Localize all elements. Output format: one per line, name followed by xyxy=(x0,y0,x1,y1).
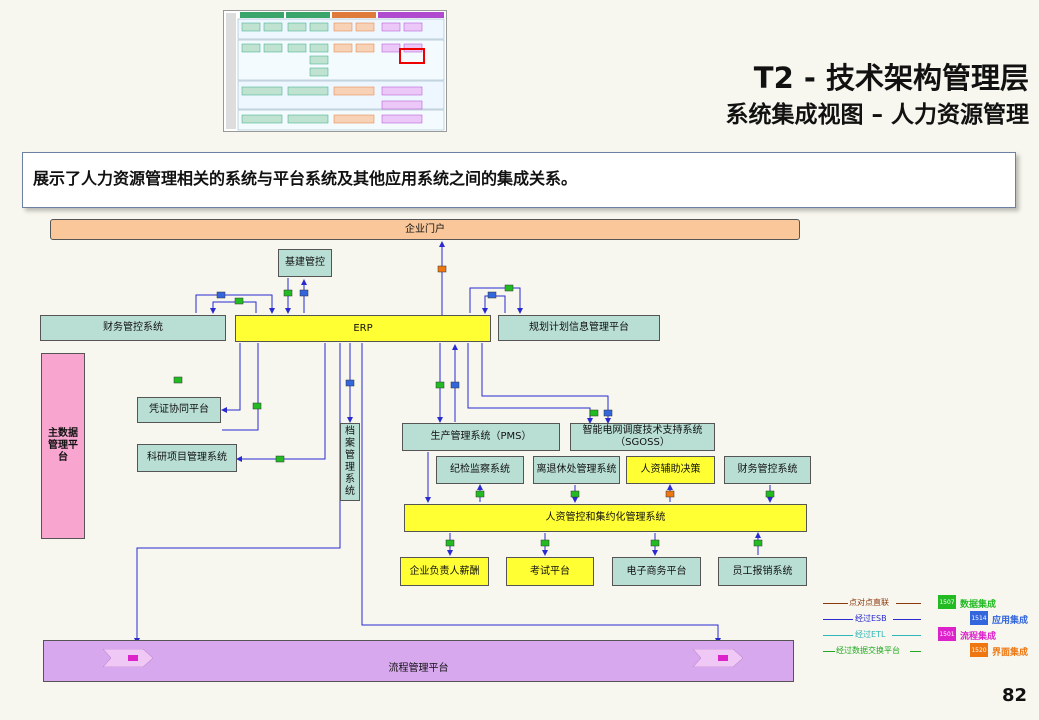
node-label: 财务管控系统 xyxy=(103,322,163,333)
node-retiree-management[interactable]: 离退休处管理系统 xyxy=(533,456,620,484)
node-label: 财务管控系统 xyxy=(737,464,798,475)
legend-line-etl-tail xyxy=(892,635,921,636)
legend-label-p2p: 点对点直联 xyxy=(849,598,889,607)
node-archive-system[interactable]: 档案管理系统 xyxy=(340,423,360,501)
process-chevron-right-icon xyxy=(693,649,743,667)
overview-thumbnail xyxy=(223,10,447,132)
node-label: 基建管控 xyxy=(285,257,325,268)
legend-line-p2p xyxy=(823,603,848,604)
legend-type-app: 应用集成 xyxy=(992,616,1029,626)
legend-label-esb: 经过ESB xyxy=(855,614,887,623)
node-exam-platform[interactable]: 考试平台 xyxy=(506,557,594,586)
node-research-project-system[interactable]: 科研项目管理系统 xyxy=(137,444,237,472)
node-voucher-platform[interactable]: 凭证协同平台 xyxy=(137,397,221,423)
node-label: 人资管控和集约化管理系统 xyxy=(545,512,666,523)
legend-label-dx: 经过数据交换平台 xyxy=(836,646,900,655)
node-finance-control-right[interactable]: 财务管控系统 xyxy=(724,456,811,484)
legend-line-p2p-tail xyxy=(896,603,921,604)
node-label: 档案管理系统 xyxy=(345,426,355,497)
legend-badge-app: 1514 xyxy=(970,611,988,625)
node-finance-control-left[interactable]: 财务管控系统 xyxy=(40,315,226,341)
legend-line-esb-tail xyxy=(893,619,921,620)
page-subtitle: 系统集成视图 – 人力资源管理 xyxy=(725,102,1029,128)
node-label: 生产管理系统（PMS） xyxy=(430,431,532,442)
legend-type-flow: 流程集成 xyxy=(960,632,997,642)
node-process-management-platform[interactable]: 流程管理平台 xyxy=(43,640,794,682)
node-enterprise-portal[interactable]: 企业门户 xyxy=(50,219,800,240)
legend-type-data: 数据集成 xyxy=(960,600,997,610)
legend-line-dx xyxy=(823,651,835,652)
node-label: 人资辅助决策 xyxy=(640,464,701,475)
node-label: 企业门户 xyxy=(405,223,445,235)
legend-line-dx-tail xyxy=(910,651,921,652)
description-box: 展示了人力资源管理相关的系统与平台系统及其他应用系统之间的集成关系。 xyxy=(22,152,1016,208)
node-label: 科研项目管理系统 xyxy=(147,452,227,463)
overview-thumbnail-graphic xyxy=(226,12,445,131)
node-label: 规划计划信息管理平台 xyxy=(529,322,629,333)
node-label: 员工报销系统 xyxy=(732,565,793,577)
node-erp[interactable]: ERP xyxy=(235,315,491,342)
node-hr-decision-support[interactable]: 人资辅助决策 xyxy=(626,456,715,484)
legend-line-esb xyxy=(823,619,853,620)
process-chevron-left-icon xyxy=(103,649,153,667)
node-employee-reimbursement[interactable]: 员工报销系统 xyxy=(718,557,807,586)
legend-line-etl xyxy=(823,635,853,636)
legend-label-etl: 经过ETL xyxy=(855,630,886,639)
node-label: 离退休处管理系统 xyxy=(536,464,617,475)
node-label: 纪检监察系统 xyxy=(450,464,510,475)
node-discipline-inspection[interactable]: 纪检监察系统 xyxy=(436,456,524,484)
node-pms[interactable]: 生产管理系统（PMS） xyxy=(402,423,560,451)
node-master-data-platform[interactable]: 主数据管理平台 xyxy=(41,353,85,539)
node-planning-platform[interactable]: 规划计划信息管理平台 xyxy=(498,315,660,341)
legend-badge-flow: 1501 xyxy=(938,627,956,641)
page-number: 82 xyxy=(1001,685,1027,706)
node-label: 电子商务平台 xyxy=(626,565,687,577)
node-label: 流程管理平台 xyxy=(388,663,449,674)
page-title: T2 - 技术架构管理层 xyxy=(753,61,1029,95)
node-label: 企业负责人薪酬 xyxy=(409,565,480,577)
node-label: 考试平台 xyxy=(530,565,570,577)
node-jijian-guankong[interactable]: 基建管控 xyxy=(278,249,332,277)
node-label: ERP xyxy=(353,322,373,334)
node-executive-compensation[interactable]: 企业负责人薪酬 xyxy=(400,557,489,586)
legend-badge-data: 1507 xyxy=(938,595,956,609)
node-label: 凭证协同平台 xyxy=(149,404,209,415)
node-sgoss[interactable]: 智能电网调度技术支持系统（SGOSS） xyxy=(570,423,715,451)
node-label: 智能电网调度技术支持系统（SGOSS） xyxy=(582,425,703,448)
node-ecommerce-platform[interactable]: 电子商务平台 xyxy=(612,557,701,586)
description-text: 展示了人力资源管理相关的系统与平台系统及其他应用系统之间的集成关系。 xyxy=(33,169,578,188)
legend-badge-ui: 1520 xyxy=(970,643,988,657)
node-label: 主数据管理平台 xyxy=(48,428,78,463)
legend-type-ui: 界面集成 xyxy=(992,648,1029,658)
node-hr-main-system[interactable]: 人资管控和集约化管理系统 xyxy=(404,504,807,532)
